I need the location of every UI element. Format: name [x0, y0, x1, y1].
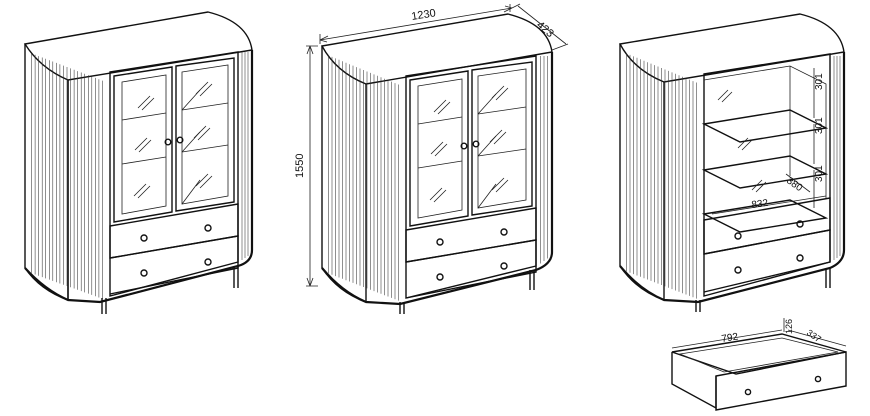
- left-fluting: [626, 53, 697, 299]
- dim-height-label: 1550: [294, 154, 306, 178]
- left-fluting: [31, 53, 103, 299]
- dim-shelf-3-label: 301: [814, 165, 825, 182]
- dim-shelf-1-label: 301: [814, 73, 825, 90]
- left-fluting: [328, 55, 399, 301]
- dim-drawer-height-label: 126: [784, 319, 794, 334]
- right-fluting: [833, 56, 841, 260]
- dimensioned-view: 1230 423 1550: [294, 3, 569, 314]
- closed-view: [23, 11, 254, 314]
- right-fluting: [540, 56, 548, 264]
- open-view: 301 301 301 380 832: [618, 13, 846, 312]
- dim-drawer-width-label: 792: [721, 331, 740, 345]
- drawer-view: 792 126 337: [671, 318, 847, 411]
- dim-width-label: 1230: [411, 7, 437, 23]
- right-fluting: [241, 52, 249, 260]
- dim-shelf-2-label: 301: [814, 117, 825, 134]
- dim-depth-label: 423: [534, 19, 556, 40]
- dim-shelf-width-label: 832: [751, 198, 769, 211]
